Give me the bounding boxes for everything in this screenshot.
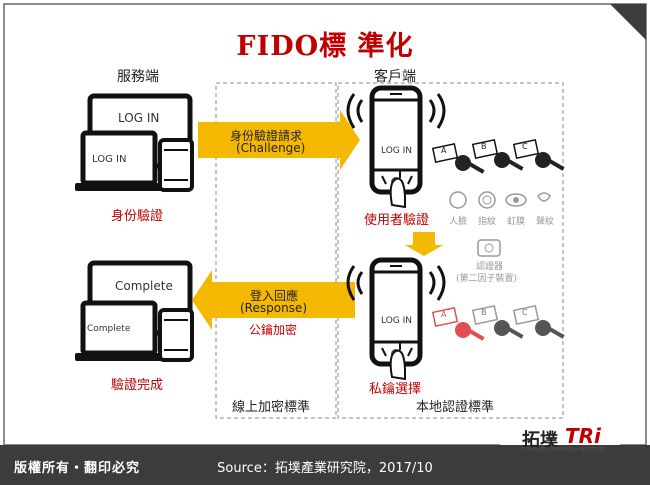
key-b-label-2: B <box>481 308 487 317</box>
finger-icon <box>389 177 406 209</box>
key-icon-b <box>494 152 510 168</box>
authenticator-label: 認證器 <box>476 262 504 272</box>
server-heading: 服務端 <box>117 69 159 85</box>
authenticator-sub: (第二因子裝置) <box>456 274 518 284</box>
online-zone <box>215 82 337 419</box>
footer-logo-en: TRi <box>565 424 601 448</box>
key-tag-c-2 <box>512 304 540 326</box>
iris-icon <box>505 193 527 207</box>
page-title: FIDO標 準化 <box>236 31 414 62</box>
key-tag-b-2 <box>471 304 499 326</box>
finger-icon-2 <box>389 349 406 381</box>
footer-logo-cn: 拓墣 <box>522 430 558 451</box>
key-a-label: A <box>441 146 447 155</box>
authenticator-icon <box>477 239 501 257</box>
server-complete-devices <box>75 260 194 362</box>
key-c-label-2: C <box>522 308 528 317</box>
key-a-label-2: A <box>441 310 447 319</box>
key-b-label: B <box>481 142 487 151</box>
local-zone-label: 本地認證標準 <box>416 400 495 415</box>
laptop-complete-text: Complete <box>87 324 131 334</box>
down-arrow <box>405 232 443 256</box>
finger-label: 指紋 <box>478 217 497 227</box>
server-login-devices <box>75 93 194 192</box>
phone-login-text-2: LOG IN <box>381 316 412 326</box>
local-zone <box>337 82 564 419</box>
challenge-arrow <box>198 110 360 170</box>
key-c-label: C <box>522 142 528 151</box>
online-zone-label: 線上加密標準 <box>232 400 311 415</box>
server-laptop-base-2 <box>75 353 163 361</box>
client-phone-top <box>346 85 446 209</box>
key-icon-a <box>455 155 471 171</box>
challenge-sub: (Challenge) <box>236 141 306 155</box>
face-label: 人臉 <box>449 217 468 227</box>
key-icon-a-selected <box>455 322 471 338</box>
server-phone-icon-2 <box>158 308 194 362</box>
signal-icon-left <box>346 93 364 129</box>
complete-caption: 驗證完成 <box>111 378 164 393</box>
footer-logo-tab <box>500 430 620 445</box>
key-icon-c <box>535 152 551 168</box>
server-phone-icon <box>158 138 194 192</box>
key-tag-c <box>512 138 540 160</box>
key-icon-b-2 <box>494 320 510 336</box>
key-tag-a <box>431 142 459 164</box>
response-sub: (Response) <box>240 301 307 315</box>
laptop-login-text: LOG IN <box>92 154 127 165</box>
key-tag-a-selected <box>431 306 459 328</box>
source-text: Source：拓墣產業研究院，2017/10 <box>217 461 433 476</box>
server-laptop-base <box>75 183 163 191</box>
challenge-label: 身份驗證請求 <box>230 129 303 143</box>
key-icon-c-2 <box>535 320 551 336</box>
key-tag-b <box>471 138 499 160</box>
auth-caption: 身份驗證 <box>111 209 164 224</box>
corner-tab <box>610 4 646 40</box>
biometric-icons <box>449 191 551 257</box>
user-verify-caption: 使用者驗證 <box>364 213 430 228</box>
monitor-login-text: LOG IN <box>118 111 160 125</box>
voice-icon <box>537 192 551 202</box>
face-icon <box>449 191 467 209</box>
client-heading: 客戶端 <box>374 69 416 85</box>
voice-label: 聲紋 <box>536 217 555 227</box>
copyright-text: 版權所有・翻印必究 <box>14 461 141 476</box>
key-set-top <box>431 138 565 174</box>
encrypt-label: 公鑰加密 <box>249 323 298 337</box>
response-label: 登入回應 <box>250 289 299 303</box>
iris-label: 虹膜 <box>507 217 526 227</box>
footer-logo-sub: TOPOLOGY RESEARCH INSTITUTE <box>522 447 606 453</box>
response-arrow <box>192 270 355 330</box>
signal-icon <box>428 93 446 129</box>
phone-login-text: LOG IN <box>381 146 412 156</box>
footer-bar <box>0 445 650 485</box>
fingerprint-icon <box>478 191 496 209</box>
monitor-complete-text: Complete <box>115 279 173 293</box>
client-phone-bottom <box>346 257 446 381</box>
key-set-bottom <box>431 304 565 341</box>
key-select-caption: 私鑰選擇 <box>369 382 422 397</box>
